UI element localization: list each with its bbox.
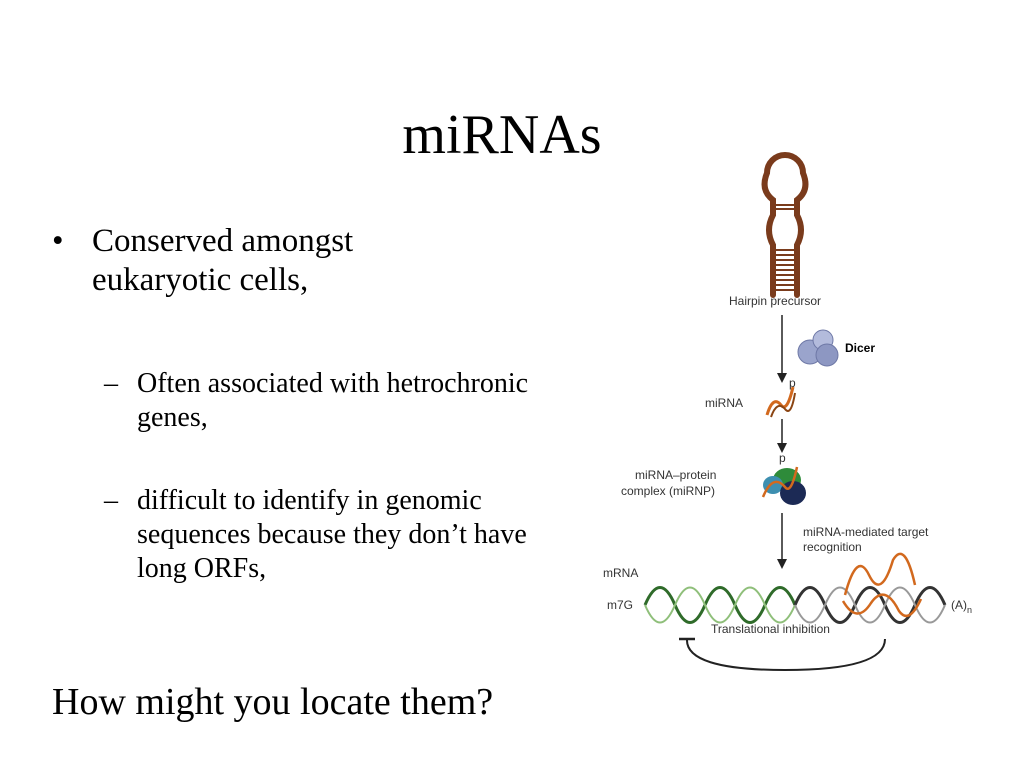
dicer-icon — [797, 329, 839, 367]
mirnp-complex-icon — [761, 466, 806, 505]
polya-label: (A)n — [951, 598, 972, 615]
arrow-1 — [777, 315, 787, 383]
hairpin-precursor — [761, 152, 809, 298]
question-text: How might you locate them? — [52, 681, 494, 723]
target-label-2: recognition — [803, 540, 862, 554]
mirnp-label-2: complex (miRNP) — [621, 484, 715, 498]
sub-bullet-text: Often associated with hetrochronic genes… — [137, 368, 529, 433]
m7g-label: m7G — [607, 598, 633, 612]
dash-marker: – — [104, 368, 118, 399]
dash-marker: – — [104, 485, 118, 516]
mrna-strand — [643, 552, 947, 624]
mirnp-label-1: miRNA–protein — [635, 468, 716, 482]
arrow-2 — [777, 419, 787, 453]
hairpin-label: Hairpin precursor — [729, 294, 821, 308]
mirna-pathway-diagram: Hairpin precursor Dicer p miRNA p miRNA–… — [603, 152, 972, 672]
slide-title: miRNAs — [402, 104, 602, 166]
arrow-3 — [777, 513, 787, 569]
p-label-1: p — [789, 376, 796, 390]
dicer-label: Dicer — [845, 341, 875, 355]
inhibition-label: Translational inhibition — [711, 622, 830, 636]
mrna-label: mRNA — [603, 566, 638, 580]
inhibition-bracket — [679, 637, 886, 672]
target-label-1: miRNA-mediated target — [803, 525, 929, 539]
sub-bullet-text: difficult to identify in genomic sequenc… — [137, 485, 527, 584]
p-label-2: p — [779, 451, 786, 465]
mirna-duplex — [765, 386, 796, 418]
bullet-text: Conserved amongst eukaryotic cells, — [92, 223, 354, 298]
mirna-label: miRNA — [705, 396, 743, 410]
bullet-marker: • — [52, 223, 64, 259]
